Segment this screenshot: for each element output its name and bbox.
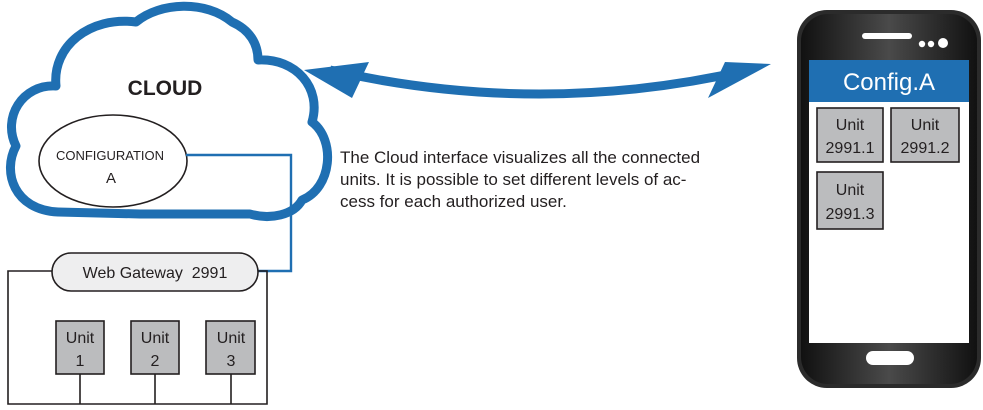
phone-unit-2991-3-box — [816, 171, 884, 230]
description-line-2: units. It is possible to set different l… — [340, 170, 687, 189]
phone-unit-2991-2-label: Unit — [911, 117, 940, 134]
description-line-1: The Cloud interface visualizes all the c… — [340, 148, 701, 167]
phone-sensor-icon — [918, 40, 926, 48]
phone-unit-2991-2-number: 2991.2 — [901, 140, 950, 157]
description-line-3: cess for each authorized user. — [340, 192, 567, 211]
wire-right — [232, 270, 268, 405]
unit-1-box — [55, 320, 105, 375]
phone-unit-2991-3-label: Unit — [836, 182, 865, 199]
unit-2-box — [130, 320, 180, 375]
unit-1-number: 1 — [76, 353, 85, 370]
cloud-gateway-link — [186, 153, 293, 273]
phone-header-title: Config.A — [843, 69, 935, 96]
web-gateway-box — [51, 252, 259, 292]
unit-3-label: Unit — [217, 330, 246, 347]
sync-arrow — [304, 62, 771, 99]
web-gateway: Web Gateway 2991 — [51, 252, 259, 292]
unit-3-box — [205, 320, 256, 375]
unit-wiring — [7, 270, 268, 405]
phone-unit-2991-1-label: Unit — [836, 117, 865, 134]
cloud: CLOUD CONFIGURATION A — [5, 1, 333, 221]
phone-sensor-icon-2 — [927, 40, 935, 48]
unit-2-label: Unit — [141, 330, 170, 347]
configuration-id: A — [106, 170, 116, 187]
phone-unit-2991-3-number: 2991.3 — [826, 206, 875, 223]
sync-arrow-body — [328, 65, 750, 99]
smartphone: Config.A Unit 2991.1 Unit 2991.2 Unit 29… — [797, 10, 981, 388]
unit-2: Unit 2 — [130, 320, 180, 375]
description-text: The Cloud interface visualizes all the c… — [340, 147, 788, 213]
wire-left — [7, 270, 232, 405]
phone-unit-2991-1-number: 2991.1 — [826, 140, 875, 157]
phone-header-bar — [809, 60, 969, 102]
web-gateway-label: Web Gateway 2991 — [83, 265, 228, 282]
configuration-ellipse — [38, 114, 188, 208]
unit-1-label: Unit — [66, 330, 95, 347]
unit-1: Unit 1 — [55, 320, 105, 375]
unit-3-number: 3 — [227, 353, 236, 370]
phone-unit-2991-1-box — [816, 107, 884, 163]
unit-3: Unit 3 — [205, 320, 256, 375]
sync-arrow-right-head-icon — [708, 62, 771, 98]
unit-2-number: 2 — [151, 353, 160, 370]
phone-speaker-icon — [862, 33, 912, 39]
phone-camera-icon — [938, 38, 948, 48]
phone-unit-2991-3: Unit 2991.3 — [816, 171, 884, 230]
configuration-label: CONFIGURATION — [56, 148, 164, 163]
phone-home-button[interactable] — [866, 351, 914, 365]
sync-arrow-left-head-icon — [304, 62, 369, 98]
phone-unit-2991-2: Unit 2991.2 — [890, 107, 960, 163]
phone-unit-2991-1: Unit 2991.1 — [816, 107, 884, 163]
phone-unit-2991-2-box — [890, 107, 960, 163]
cloud-title: CLOUD — [128, 77, 203, 100]
